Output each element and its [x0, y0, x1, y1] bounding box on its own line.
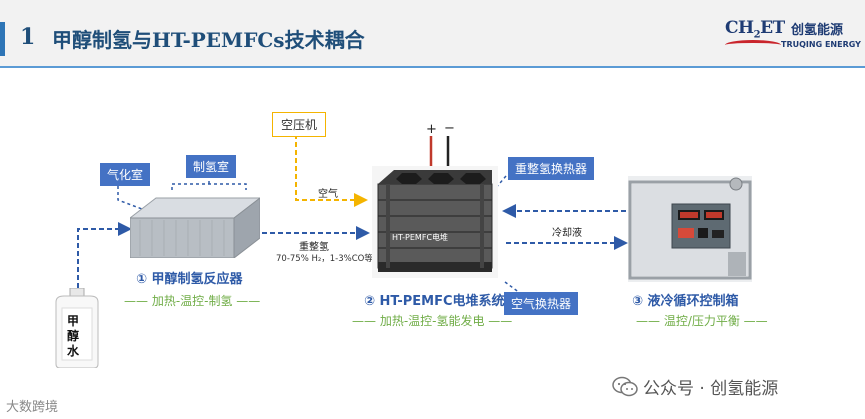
cooling-control-box-image — [628, 176, 752, 282]
wechat-icon — [612, 376, 638, 398]
methanol-feed-line — [78, 229, 128, 288]
air-label: 空气 — [318, 185, 338, 200]
air-heat-exchanger-label: 空气换热器 — [504, 292, 578, 315]
cooling-title: ③ 液冷循环控制箱 — [632, 290, 739, 309]
reformed-gas-label: 重整氢 — [299, 238, 329, 253]
wechat-account-label: 公众号 · 创氢能源 — [643, 374, 778, 399]
stack-label: HT-PEMFC电堆 — [392, 232, 448, 243]
hydrogen-chamber-label: 制氢室 — [186, 155, 236, 178]
jug-label: 甲醇水 — [66, 314, 80, 359]
fuel-cell-title: ② HT-PEMFC电堆系统 — [364, 290, 505, 309]
reactor-subtitle: —— 加热-温控-制氢 —— — [124, 292, 260, 309]
watermark-left: 大数跨境 — [6, 396, 58, 415]
reformate-heat-exchanger-label: 重整氢换热器 — [508, 157, 594, 180]
reactor-title: ① 甲醇制氢反应器 — [136, 268, 243, 287]
cooling-subtitle: —— 温控/压力平衡 —— — [636, 312, 768, 329]
negative-terminal: − — [444, 121, 455, 136]
gasification-chamber-label: 气化室 — [100, 163, 150, 186]
compressor-label: 空压机 — [272, 112, 326, 137]
coolant-label: 冷却液 — [552, 224, 582, 239]
hydrogen-chamber-bracket — [172, 184, 246, 190]
reactor-image — [130, 196, 260, 258]
fuel-cell-subtitle: —— 加热-温控-氢能发电 —— — [352, 312, 512, 329]
positive-terminal: + — [426, 122, 437, 137]
fuel-cell-stack-image — [372, 166, 498, 278]
reformed-gas-composition: 70-75% H₂，1-3%CO等 — [276, 252, 373, 264]
